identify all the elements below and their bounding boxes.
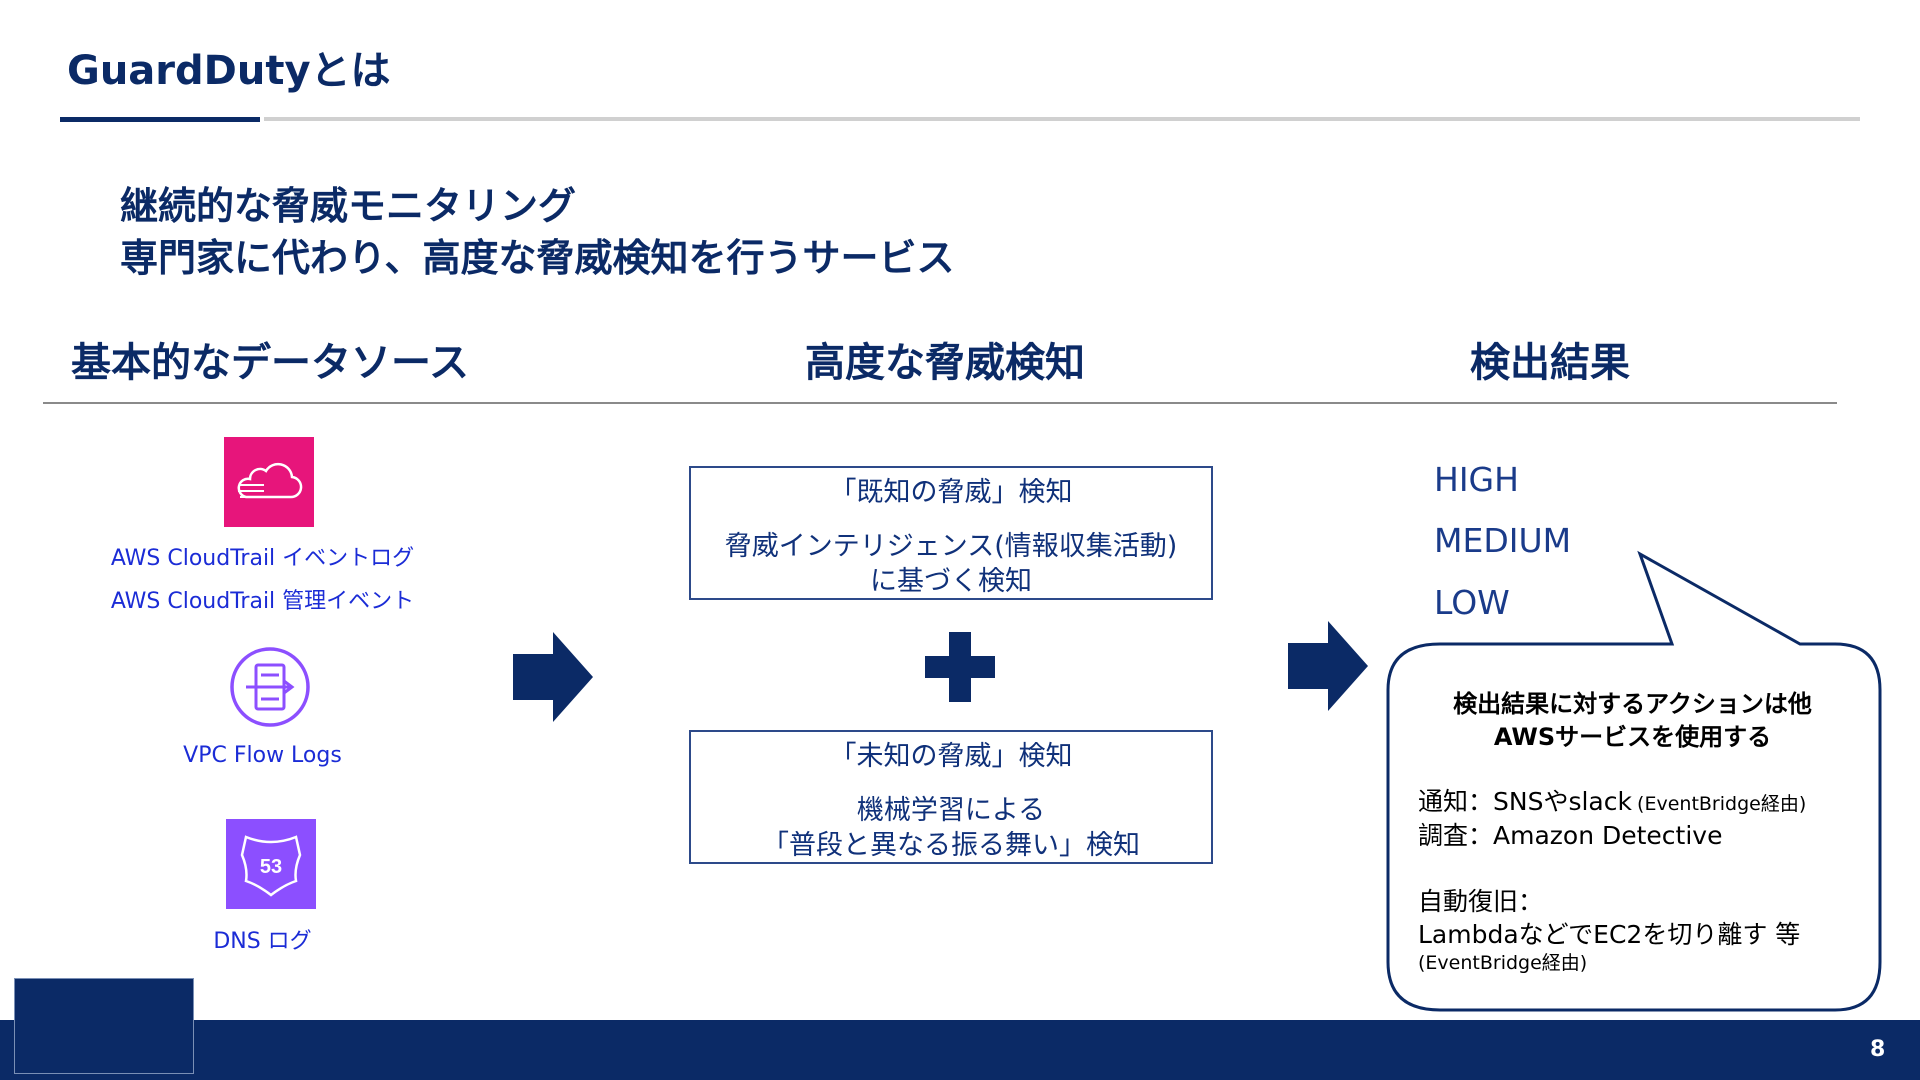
known-threat-line-1: 脅威インテリジェンス(情報収集活動)	[724, 531, 1178, 562]
unknown-threat-title: 「未知の脅威」検知	[829, 741, 1073, 772]
severity-medium: MEDIUM	[1434, 521, 1572, 560]
results-header: 検出結果	[1470, 340, 1630, 386]
header-divider	[43, 402, 1837, 404]
bubble-notify: 通知：SNSやslack	[1418, 787, 1632, 816]
page-number: 8	[1870, 1037, 1886, 1062]
title-underline	[264, 117, 1860, 121]
slide-title: GuardDutyとは	[67, 48, 391, 94]
bubble-auto-title: 自動復旧：	[1418, 887, 1544, 916]
vpc-flow-logs-icon	[228, 645, 312, 729]
unknown-threat-line-2: 「普段と異なる振る舞い」検知	[762, 830, 1140, 861]
plus-icon	[925, 632, 995, 702]
bubble-investigate: 調査：Amazon Detective	[1418, 821, 1723, 850]
cloudtrail-label-management: AWS CloudTrail 管理イベント	[110, 589, 415, 614]
footer-bar	[0, 1020, 1920, 1080]
cloudtrail-icon	[224, 437, 314, 527]
bubble-heading-2: AWSサービスを使用する	[1493, 723, 1772, 751]
cloudtrail-label-events: AWS CloudTrail イベントログ	[110, 546, 415, 571]
known-threat-box: 「既知の脅威」検知 脅威インテリジェンス(情報収集活動) に基づく検知	[689, 466, 1213, 600]
severity-high: HIGH	[1434, 460, 1519, 499]
sources-header: 基本的なデータソース	[71, 340, 469, 386]
unknown-threat-box: 「未知の脅威」検知 機械学習による 「普段と異なる振る舞い」検知	[689, 730, 1213, 864]
route53-icon-text: 53	[260, 856, 282, 878]
bubble-heading-1: 検出結果に対するアクションは他	[1453, 690, 1812, 718]
footer-logo-box	[14, 978, 194, 1074]
speech-bubble	[1380, 550, 1885, 1020]
known-threat-line-2: に基づく検知	[870, 566, 1032, 597]
route53-icon: 53	[226, 819, 316, 909]
arrow-right-icon	[1288, 621, 1368, 711]
dns-log-label: DNS ログ	[213, 929, 312, 954]
vpc-flow-logs-label: VPC Flow Logs	[183, 743, 342, 768]
known-threat-title: 「既知の脅威」検知	[829, 477, 1073, 508]
detection-header: 高度な脅威検知	[805, 340, 1085, 386]
lead-line-2: 専門家に代わり、高度な脅威検知を行うサービス	[120, 236, 955, 280]
bubble-notify-line: 通知：SNSやslack (EventBridge経由)	[1418, 782, 1806, 818]
bubble-notify-note: (EventBridge経由)	[1637, 793, 1807, 815]
bubble-auto-line: LambdaなどでEC2を切り離す 等	[1418, 920, 1801, 949]
lead-line-1: 継続的な脅威モニタリング	[120, 184, 577, 228]
title-underline-accent	[60, 117, 260, 122]
bubble-auto-note: (EventBridge経由)	[1418, 952, 1588, 974]
severity-low: LOW	[1434, 583, 1510, 622]
unknown-threat-line-1: 機械学習による	[856, 795, 1046, 826]
arrow-right-icon	[513, 632, 593, 722]
